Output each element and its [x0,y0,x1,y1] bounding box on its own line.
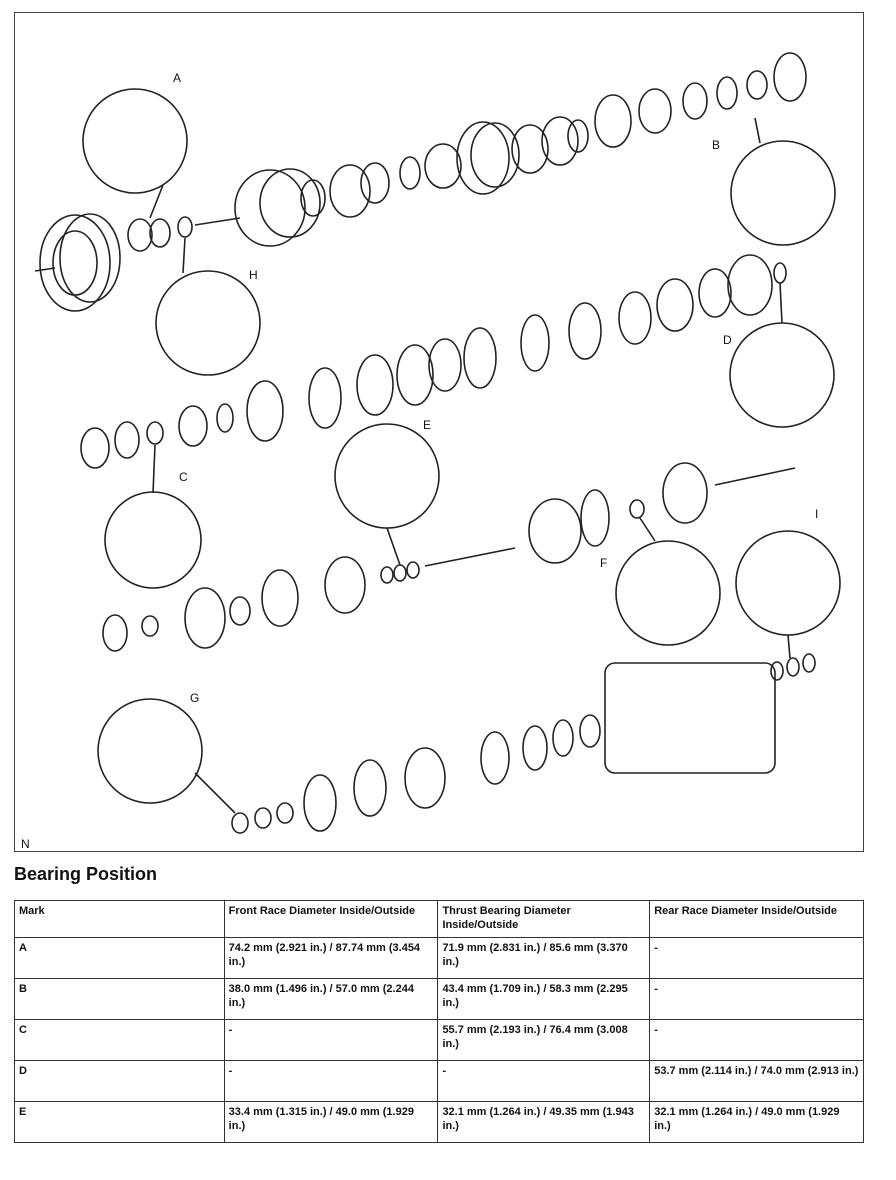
table-row: D - - 53.7 mm (2.114 in.) / 74.0 mm (2.9… [14,1060,864,1102]
table-row: C - 55.7 mm (2.193 in.) / 76.4 mm (3.008… [14,1019,864,1061]
table-row: B 38.0 mm (1.496 in.) / 57.0 mm (2.244 i… [14,978,864,1020]
cell-thrust-bearing: 55.7 mm (2.193 in.) / 76.4 mm (3.008 in.… [437,1019,651,1061]
row-1-parts [34,52,807,312]
callout-d: D [723,333,732,347]
cell-front-race: 74.2 mm (2.921 in.) / 87.74 mm (3.454 in… [223,937,439,979]
detail-circles [82,88,841,814]
table-row: E 33.4 mm (1.315 in.) / 49.0 mm (1.929 i… [14,1101,864,1143]
table-header-row: Mark Front Race Diameter Inside/Outside … [14,900,864,938]
col-header-rear-race: Rear Race Diameter Inside/Outside [649,900,864,938]
cell-mark: D [14,1060,225,1102]
col-header-mark: Mark [14,900,225,938]
cell-rear-race: - [649,978,864,1020]
section-title: Bearing Position [14,864,158,884]
row-3-parts [102,462,796,652]
callout-c: C [179,470,188,484]
cell-front-race: 38.0 mm (1.496 in.) / 57.0 mm (2.244 in.… [223,978,439,1020]
exploded-view-diagram: A B H D C E F I G N [14,12,864,852]
col-header-front-race: Front Race Diameter Inside/Outside [223,900,439,938]
row-4-parts [231,653,816,834]
figure-id-n: N [21,837,30,851]
row-2-parts [80,254,787,469]
cell-mark: E [14,1101,225,1143]
callout-f: F [600,556,608,570]
cell-mark: A [14,937,225,979]
cell-thrust-bearing: - [437,1060,651,1102]
cell-thrust-bearing: 43.4 mm (1.709 in.) / 58.3 mm (2.295 in.… [437,978,651,1020]
cell-thrust-bearing: 32.1 mm (1.264 in.) / 49.35 mm (1.943 in… [437,1101,651,1143]
cell-front-race: 33.4 mm (1.315 in.) / 49.0 mm (1.929 in.… [223,1101,439,1143]
callout-e: E [423,418,432,432]
transmission-parts-illustration [34,52,841,834]
col-header-thrust-bearing: Thrust Bearing Diameter Inside/Outside [437,900,651,938]
cell-rear-race: 53.7 mm (2.114 in.) / 74.0 mm (2.913 in.… [649,1060,864,1102]
callout-i: I [815,507,819,521]
cell-front-race: - [223,1019,439,1061]
cell-mark: C [14,1019,225,1061]
callout-b: B [712,138,721,152]
callout-h: H [249,268,258,282]
callout-g: G [190,691,200,705]
bearing-position-table: Mark Front Race Diameter Inside/Outside … [14,900,864,1143]
cell-rear-race: - [649,1019,864,1061]
cell-rear-race: - [649,937,864,979]
cell-rear-race: 32.1 mm (1.264 in.) / 49.0 mm (1.929 in.… [649,1101,864,1143]
cell-mark: B [14,978,225,1020]
cell-thrust-bearing: 71.9 mm (2.831 in.) / 85.6 mm (3.370 in.… [437,937,651,979]
callout-a: A [173,71,182,85]
cell-front-race: - [223,1060,439,1102]
table-row: A 74.2 mm (2.921 in.) / 87.74 mm (3.454 … [14,937,864,979]
